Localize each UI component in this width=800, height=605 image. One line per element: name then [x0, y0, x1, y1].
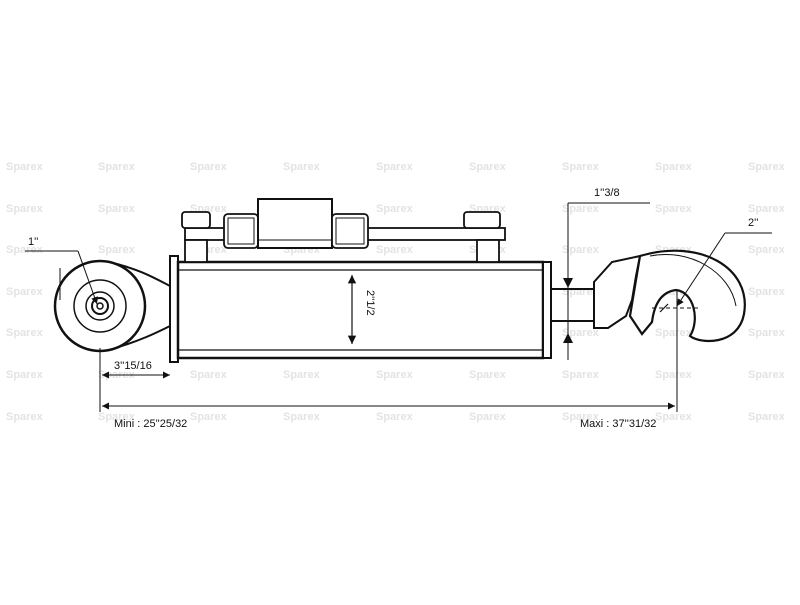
watermark-text: Sparex [655, 411, 693, 423]
watermark-text: Sparex [98, 244, 136, 256]
watermark-text: Sparex [6, 411, 44, 423]
dimension-lines [25, 202, 772, 412]
piston-rod [551, 288, 594, 322]
label-max-length: Maxi : 37''31/32 [580, 418, 656, 430]
label-eye-pin-diameter: 1'' [28, 236, 38, 248]
watermark-text: Sparex [748, 161, 786, 173]
dimension-labels: 1'' 3''15/16 2''1/2 1''3/8 2'' Mini : 25… [28, 187, 758, 430]
watermark-text: Sparex [376, 369, 414, 381]
watermark-text: Sparex [655, 203, 693, 215]
watermark-text: Sparex [655, 369, 693, 381]
watermark-text: Sparex [562, 327, 600, 339]
watermark-text: Sparex [98, 411, 136, 423]
watermark-text: Sparex [562, 411, 600, 423]
top-link-drawing [53, 198, 746, 363]
watermark-text: Sparex [748, 411, 786, 423]
watermark-text: Sparex [748, 327, 786, 339]
watermark-text: Sparex [562, 203, 600, 215]
label-cylinder-bore: 2''1/2 [364, 290, 376, 316]
watermark-text: Sparex [376, 203, 414, 215]
watermark-text: Sparex [469, 161, 507, 173]
watermark-text: Sparex [655, 161, 693, 173]
hydraulic-pipe [181, 198, 506, 263]
watermark-text: Sparex [6, 161, 44, 173]
watermark-text: Sparex [98, 161, 136, 173]
label-hook-diameter: 2'' [748, 217, 758, 229]
watermark-text: Sparex [6, 244, 44, 256]
watermark-text: Sparex [283, 411, 321, 423]
watermark-text: Sparex [469, 369, 507, 381]
watermark-text: Sparex [283, 369, 321, 381]
watermark-text: Sparex [6, 369, 44, 381]
hook-end [593, 249, 746, 343]
watermark-text: Sparex [376, 161, 414, 173]
watermark-text: Sparex [748, 203, 786, 215]
watermark-text: Sparex [376, 411, 414, 423]
eye-end [53, 259, 171, 353]
watermark-text: Sparex [562, 369, 600, 381]
watermark-text: Sparex [190, 411, 228, 423]
label-min-length: Mini : 25''25/32 [114, 418, 187, 430]
watermark-text: Sparex [748, 244, 786, 256]
cylinder-barrel [169, 255, 552, 363]
label-eye-offset: 3''15/16 [114, 360, 152, 372]
watermark-text: Sparex [562, 161, 600, 173]
watermark-text: Sparex [562, 244, 600, 256]
watermark-text: Sparex [655, 327, 693, 339]
watermark-text: Sparex [6, 327, 44, 339]
watermark-text: Sparex [748, 369, 786, 381]
watermark-text: Sparex [748, 286, 786, 298]
watermark-text: Sparex [190, 369, 228, 381]
watermark-text: Sparex [469, 411, 507, 423]
watermark-text: Sparex [283, 161, 321, 173]
watermark-text: Sparex [6, 286, 44, 298]
watermark-text: Sparex [6, 203, 44, 215]
watermark-text: Sparex [190, 161, 228, 173]
watermark-text: Sparex [98, 203, 136, 215]
watermark-text: Sparex [376, 244, 414, 256]
label-rod-diameter: 1''3/8 [594, 187, 620, 199]
